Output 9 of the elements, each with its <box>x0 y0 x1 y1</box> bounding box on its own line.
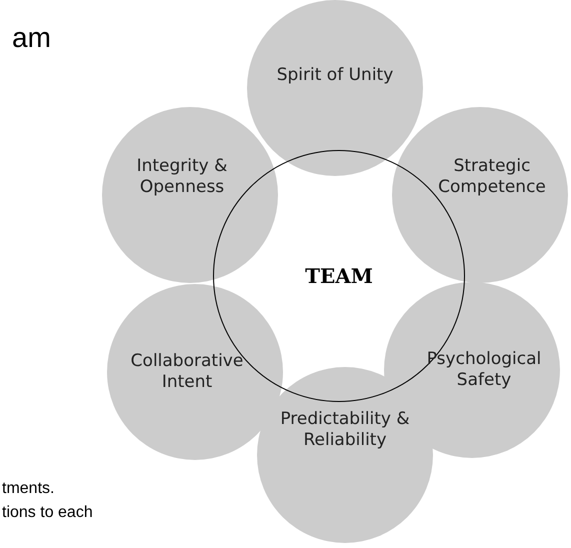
petal-label: Collaborative Intent <box>130 350 244 394</box>
heading-fragment: am <box>12 22 51 54</box>
petal-label: Integrity & Openness <box>136 156 228 198</box>
text-fragment: tments. <box>2 480 54 498</box>
petal-label: Spirit of Unity <box>276 65 394 87</box>
petal-label: Strategic Competence <box>437 156 547 198</box>
text-fragment: tions to each <box>2 504 93 522</box>
petal-label: Predictability & Reliability <box>280 408 410 452</box>
hub-label: TEAM <box>305 264 373 288</box>
